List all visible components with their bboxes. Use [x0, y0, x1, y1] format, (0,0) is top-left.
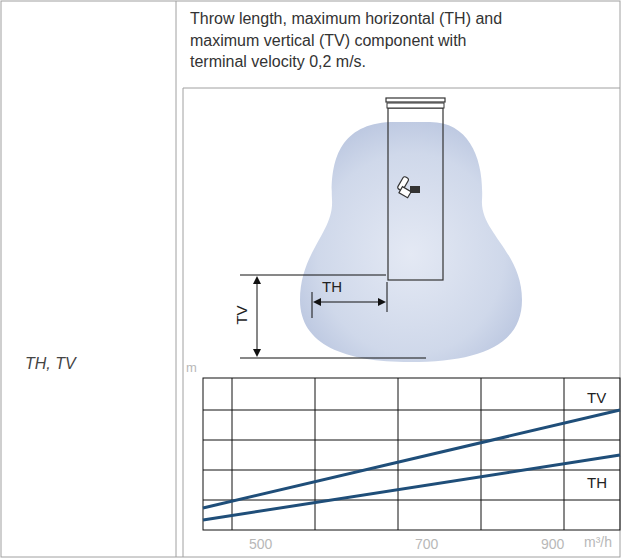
drawing-line [203, 440, 620, 441]
series-label: TH [585, 474, 609, 492]
axis-unit: m³/h [584, 534, 612, 551]
drawing-rect [388, 108, 443, 280]
drawing-line [203, 470, 620, 471]
dimension-label: TH [322, 278, 342, 296]
drawing-rect [410, 186, 420, 193]
drawing-path [378, 298, 386, 306]
dimension-label: TV [233, 305, 251, 324]
drawing-line [203, 410, 620, 508]
drawing-line [312, 292, 313, 318]
drawing-line [203, 410, 620, 411]
drawing-rect [386, 98, 445, 102]
drawing-line [232, 378, 233, 530]
drawing-path [253, 276, 261, 284]
drawing-line [318, 302, 381, 303]
drawing-path [253, 349, 261, 357]
axis-tick: 900 [541, 536, 564, 553]
axis-tick: 500 [249, 536, 272, 553]
drawing-line [240, 275, 386, 276]
drawing-line [203, 455, 620, 520]
drawing-rect [203, 378, 620, 530]
drawing-line [564, 378, 565, 530]
drawing-line [183, 88, 184, 557]
drawing-line [176, 1, 177, 557]
drawing-path [300, 122, 522, 362]
drawing-line [183, 88, 620, 89]
row-heading: TH, TV [25, 354, 76, 373]
drawing-line [387, 282, 388, 312]
drawing-rect [387, 103, 444, 108]
series-label: TV [585, 389, 608, 407]
drawing-line [481, 378, 482, 530]
drawing-line [240, 358, 426, 359]
drawing-path [313, 298, 321, 306]
drawing-rect [399, 187, 411, 198]
description-text: Throw length, maximum horizontal (TH) an… [190, 8, 508, 73]
drawing-g [203, 378, 620, 530]
drawing-line [398, 378, 399, 530]
axis-unit: m [186, 360, 197, 376]
drawing-line [257, 281, 258, 352]
axis-tick: 700 [415, 536, 438, 553]
drawing-line [203, 500, 620, 501]
drawing-line [315, 378, 316, 530]
